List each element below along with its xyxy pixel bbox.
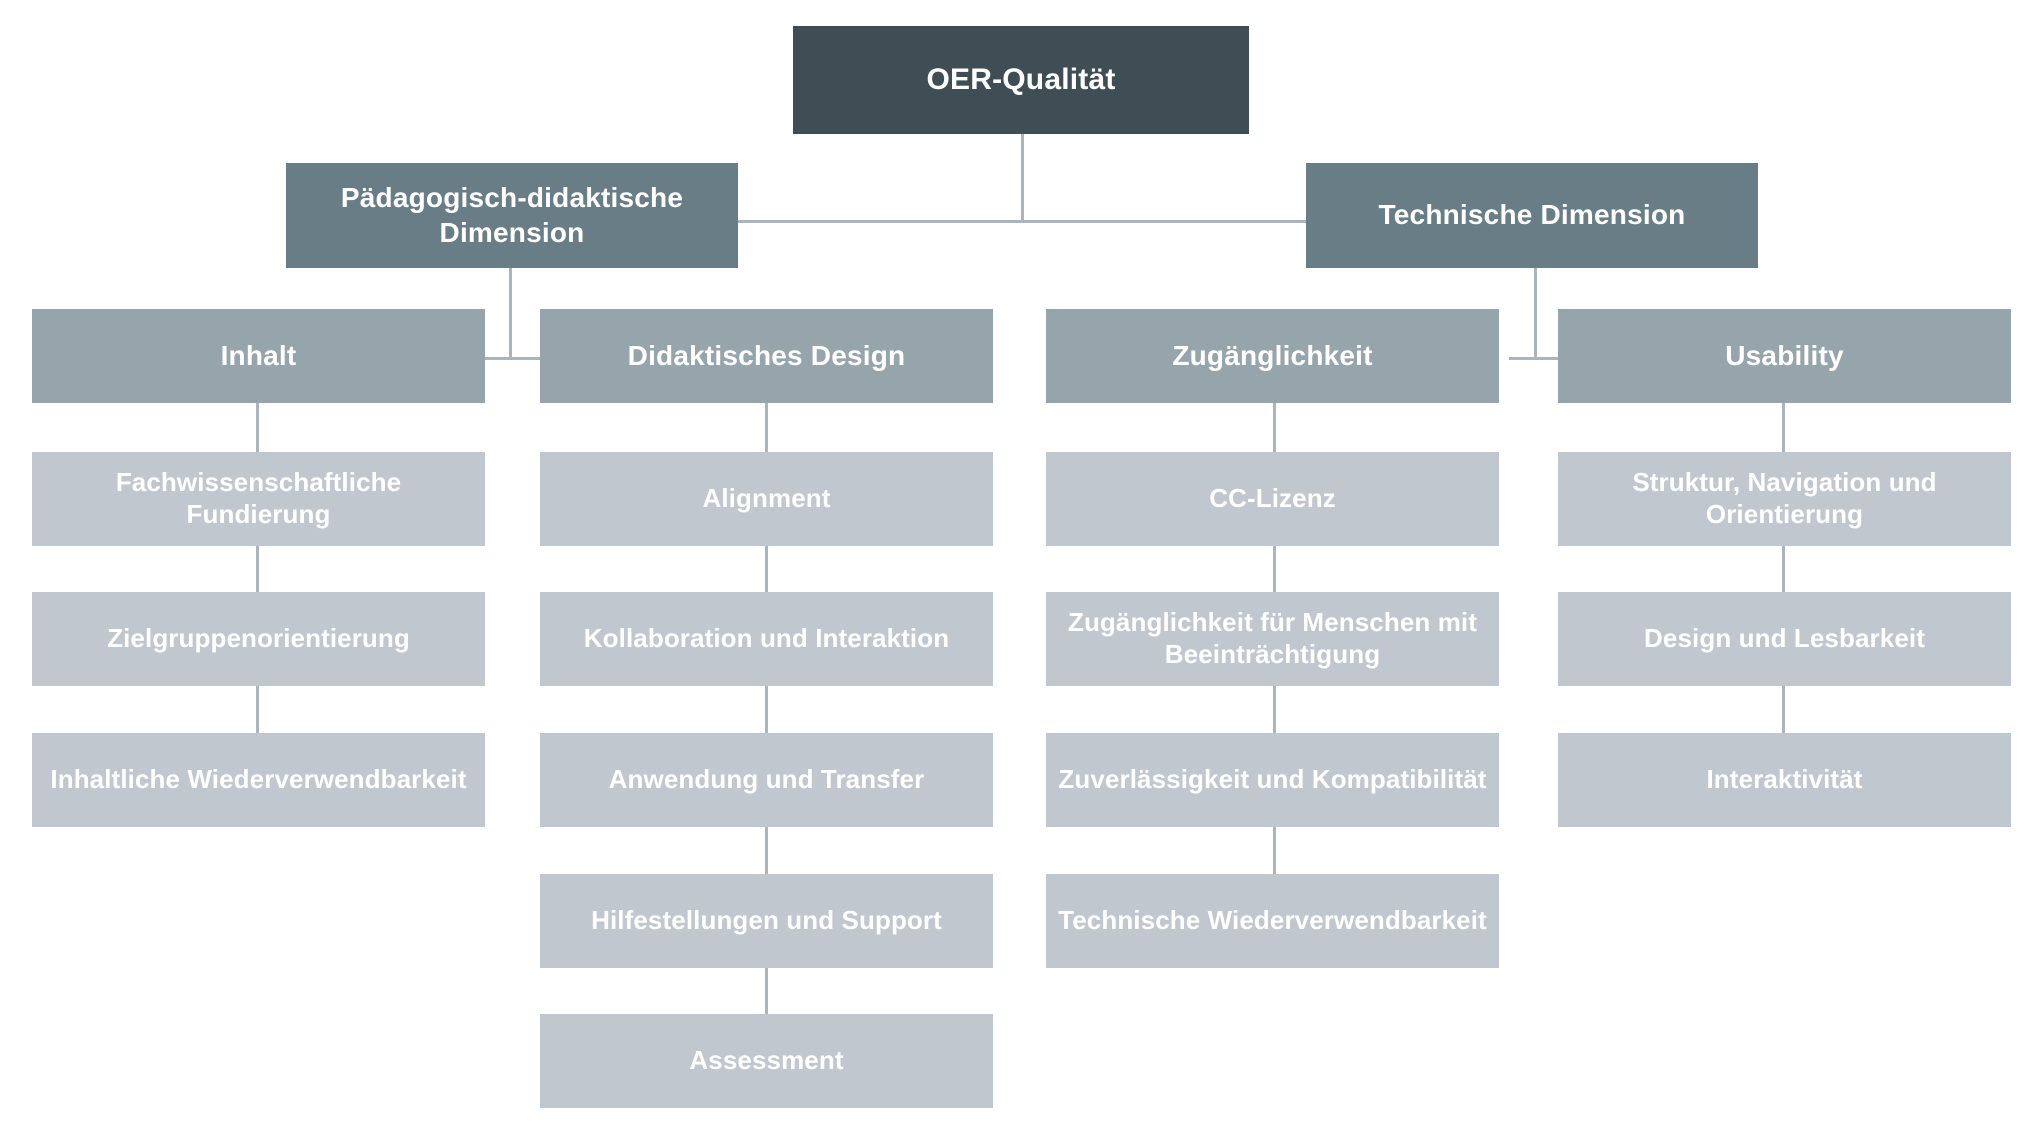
connector-dim-left-stem (509, 268, 512, 360)
connector-dim-left-bus (485, 357, 540, 360)
connector-dim-right-bus (1509, 357, 1564, 360)
node-leaf-hilfestellungen-und-support[interactable]: Hilfestellungen und Support (540, 874, 993, 968)
node-category-didaktisches-design[interactable]: Didaktisches Design (540, 309, 993, 403)
node-leaf-design-und-lesbarkeit[interactable]: Design und Lesbarkeit (1558, 592, 2011, 686)
connector-root-stem (1021, 134, 1024, 222)
node-leaf-struktur-navigation-und-orientierung[interactable]: Struktur, Navigation und Orientierung (1558, 452, 2011, 546)
connector-dim-right-stem (1534, 268, 1537, 360)
node-leaf-technische-wiederverwendbarkeit[interactable]: Technische Wiederverwendbarkeit (1046, 874, 1499, 968)
node-category-usability[interactable]: Usability (1558, 309, 2011, 403)
connector-root-bus (737, 220, 1307, 223)
node-leaf-zuverlaessigkeit-und-kompatibilitaet[interactable]: Zuverlässigkeit und Kompatibilität (1046, 733, 1499, 827)
node-dimension-technisch[interactable]: Technische Dimension (1306, 163, 1758, 268)
node-leaf-zugaenglichkeit-fuer-menschen-mit-beeintraechtigung[interactable]: Zugänglichkeit für Menschen mit Beeinträ… (1046, 592, 1499, 686)
node-leaf-anwendung-und-transfer[interactable]: Anwendung und Transfer (540, 733, 993, 827)
node-root-oer-qualitaet[interactable]: OER-Qualität (793, 26, 1249, 134)
node-leaf-zielgruppenorientierung[interactable]: Zielgruppenorientierung (32, 592, 485, 686)
node-leaf-interaktivitaet[interactable]: Interaktivität (1558, 733, 2011, 827)
node-leaf-inhaltliche-wiederverwendbarkeit[interactable]: Inhaltliche Wiederverwendbarkeit (32, 733, 485, 827)
node-category-inhalt[interactable]: Inhalt (32, 309, 485, 403)
node-leaf-kollaboration-und-interaktion[interactable]: Kollaboration und Interaktion (540, 592, 993, 686)
node-dimension-paedagogisch-didaktisch[interactable]: Pädagogisch-didaktische Dimension (286, 163, 738, 268)
node-leaf-alignment[interactable]: Alignment (540, 452, 993, 546)
node-leaf-fachwissenschaftliche-fundierung[interactable]: Fachwissenschaftliche Fundierung (32, 452, 485, 546)
node-leaf-assessment[interactable]: Assessment (540, 1014, 993, 1108)
node-category-zugaenglichkeit[interactable]: Zugänglichkeit (1046, 309, 1499, 403)
node-leaf-cc-lizenz[interactable]: CC-Lizenz (1046, 452, 1499, 546)
